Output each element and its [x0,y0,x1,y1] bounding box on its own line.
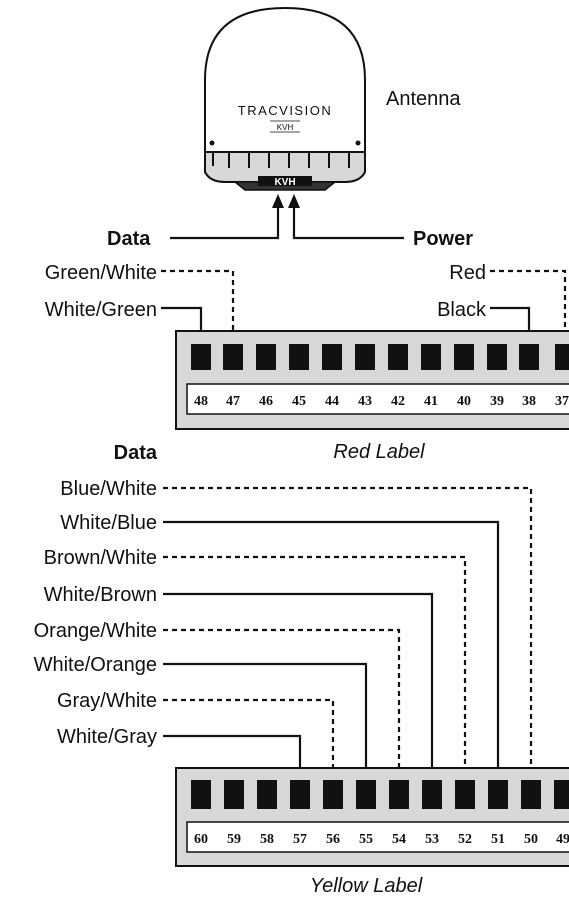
terminal-number: 56 [326,832,340,847]
wire-label-white-brown: White/Brown [44,584,157,606]
power-label: Power [413,228,473,250]
wire-label-blue-white: Blue/White [60,478,157,500]
top-data-label: Data [107,228,151,250]
svg-text:KVH: KVH [274,177,295,188]
antenna-brand-text: TRACVISION [238,103,332,118]
wire-label-white-orange: White/Orange [34,654,157,676]
antenna-label: Antenna [386,88,461,110]
wire-label-black: Black [437,299,487,321]
wire-label-white-blue: White/Blue [60,512,157,534]
wire-label-white-gray: White/Gray [57,726,157,748]
terminal-number: 46 [259,394,273,409]
terminal-number: 44 [325,394,339,409]
antenna-maker-text: KVH [277,123,294,132]
red-label-caption: Red Label [333,441,425,463]
terminal-number: 41 [424,394,438,409]
terminal-number: 40 [457,394,471,409]
terminal-number: 47 [226,394,240,409]
terminal-number: 57 [293,832,307,847]
terminal-number: 42 [391,394,405,409]
terminal-number: 53 [425,832,439,847]
terminal-number: 48 [194,394,208,409]
bottom-wires [163,486,533,780]
antenna-feed-lines [170,194,404,240]
terminal-number: 54 [392,832,406,847]
yellow-terminal-block: 60 59 58 57 56 55 54 53 52 51 50 49 [175,767,569,867]
wire-label-green-white: Green/White [45,262,157,284]
terminal-number: 38 [522,394,536,409]
terminal-number: 45 [292,394,306,409]
wire-label-white-green: White/Green [45,299,157,321]
wire-label-brown-white: Brown/White [44,547,157,569]
wire-label-orange-white: Orange/White [34,620,157,642]
terminal-number: 55 [359,832,373,847]
terminal-number: 58 [260,832,274,847]
wire-label-red: Red [449,262,486,284]
terminal-number: 59 [227,832,241,847]
terminal-number: 37 [555,394,569,409]
terminal-number: 39 [490,394,504,409]
wire-label-gray-white: Gray/White [57,690,157,712]
terminal-number: 51 [491,832,505,847]
terminal-number: 52 [458,832,472,847]
terminal-number: 50 [524,832,538,847]
yellow-label-caption: Yellow Label [310,875,423,897]
terminal-number: 49 [556,832,569,847]
antenna-illustration: KVH TRACVISION KVH [204,6,366,191]
terminal-number: 60 [194,832,208,847]
bottom-data-label: Data [114,442,158,464]
red-terminal-block: 48 47 46 45 44 43 42 41 40 39 38 37 [175,330,569,430]
terminal-number: 43 [358,394,372,409]
